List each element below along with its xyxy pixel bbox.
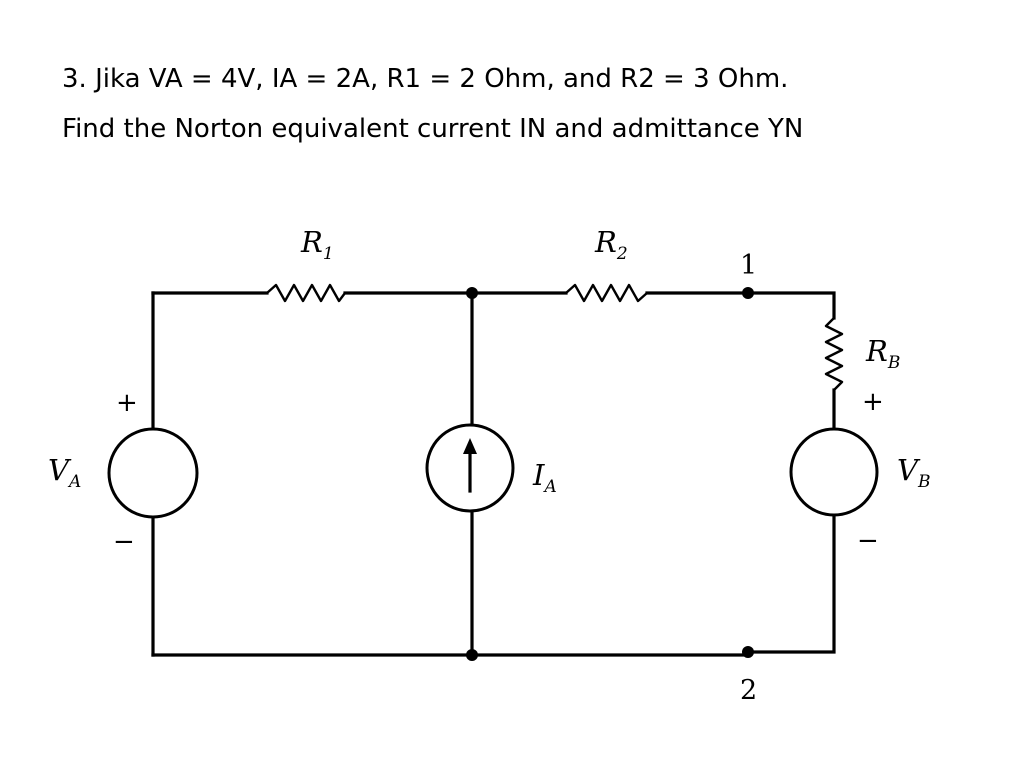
r2-label-sub: 2 [616,244,628,264]
voltage-source-va [107,427,199,519]
rb-zigzag [824,316,844,392]
wire-node-1-to-right [746,291,836,320]
vb-label-sub: B [917,472,931,492]
wire-vb-bottom [746,507,836,654]
ia-label-sub: A [542,477,556,497]
vb-label: VB [897,453,930,492]
question-line-2: Find the Norton equivalent current IN an… [62,114,804,144]
node-1-dot [742,287,754,299]
ia-label-main: I [532,458,545,492]
r2-zigzag [564,283,649,303]
vb-minus-sign: − [857,526,879,556]
va-label-main: V [48,453,72,487]
va-label-sub: A [67,472,81,492]
rb-label-main: R [865,334,888,368]
va-label: VA [48,453,81,492]
node-1-label: 1 [740,250,757,281]
ia-label: IA [532,458,557,497]
va-minus-sign: − [113,527,135,557]
junction-top-middle [466,287,478,299]
vb-plus-sign: + [862,387,884,417]
node-2-label: 2 [740,675,757,706]
question-line-1: 3. Jika VA = 4V, IA = 2A, R1 = 2 Ohm, an… [62,64,789,94]
junction-bottom-middle [466,649,478,661]
r2-label: R2 [594,225,628,264]
rb-label: RB [865,334,900,373]
va-plus-sign: + [116,388,138,418]
current-source-arrow-head [463,438,477,454]
r1-label: R1 [300,225,334,264]
r1-label-main: R [300,225,323,259]
r2-label-main: R [594,225,617,259]
question-text: 3. Jika VA = 4V, IA = 2A, R1 = 2 Ohm, an… [62,54,1002,154]
voltage-source-vb [789,427,879,517]
rb-label-sub: B [887,353,901,373]
r1-label-sub: 1 [323,244,334,264]
vb-label-main: V [897,453,921,487]
node-2-dot [742,646,754,658]
r1-zigzag [265,283,347,303]
